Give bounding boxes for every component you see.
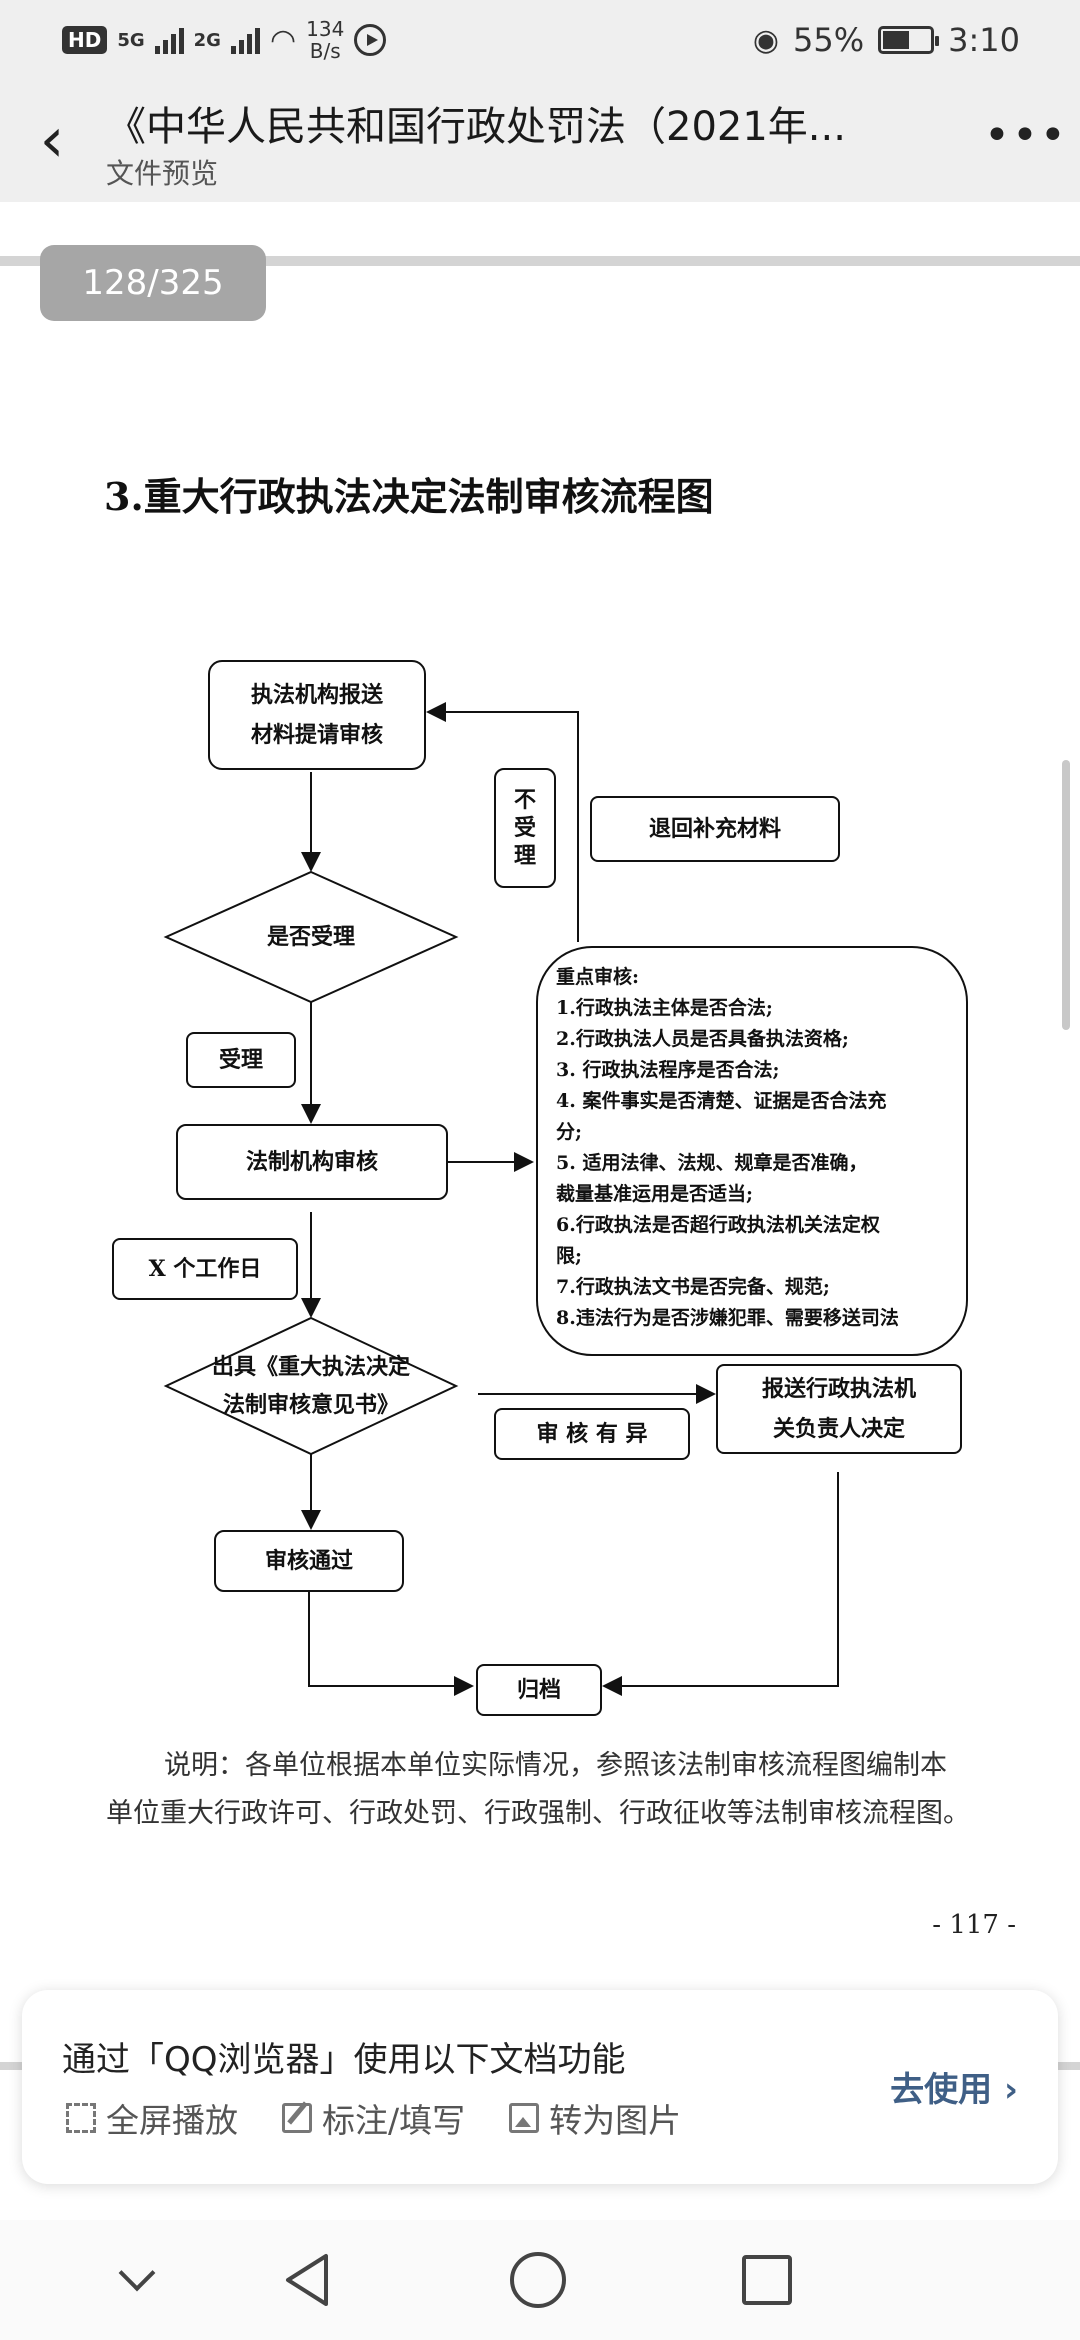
signal-icon	[230, 26, 260, 54]
more-options-button[interactable]: •••	[984, 106, 1066, 178]
explanation-note: 说明：各单位根据本单位实际情况，参照该法制审核流程图编制本 单位重大行政许可、行…	[106, 1750, 970, 1829]
status-right: ◉ 55% 3:10	[753, 16, 1020, 64]
report-decision-box: 报送行政执法机关负责人决定	[716, 1364, 962, 1454]
objection-box: 审 核 有 异	[494, 1408, 690, 1460]
go-use-button[interactable]: 去使用 ›	[890, 2070, 1018, 2110]
battery-percent: 55%	[793, 21, 865, 59]
to-image-feature[interactable]: 转为图片	[509, 2094, 681, 2142]
fullscreen-feature[interactable]: 全屏播放	[66, 2094, 238, 2142]
review-passed-box: 审核通过	[214, 1530, 404, 1592]
archive-box: 归档	[476, 1664, 602, 1716]
nav-back-button[interactable]	[280, 2250, 340, 2310]
sim1-label: 5G	[117, 29, 145, 51]
issue-opinion-label: 出具《重大执法决定 法制审核意见书》	[211, 1354, 410, 1418]
qq-feature-list: 全屏播放 标注/填写 转为图片	[66, 2094, 681, 2142]
page-indicator: 128/325	[40, 245, 266, 321]
document-page-number: - 117 -	[932, 1910, 1016, 1940]
workdays-box: X 个工作日	[112, 1238, 298, 1300]
not-accept-box: 不受理	[494, 768, 556, 888]
back-icon: ‹	[39, 103, 65, 176]
play-icon	[354, 24, 387, 56]
return-materials-box: 退回补充材料	[590, 796, 840, 862]
fullscreen-icon	[66, 2103, 96, 2133]
flowchart: 执法机构报送材料提请审核 不受理 退回补充材料 是否受理 受理 法制机构审核 X…	[0, 620, 1080, 1740]
page-divider	[0, 256, 1080, 266]
annotate-feature[interactable]: 标注/填写	[282, 2094, 465, 2142]
submit-materials-box: 执法机构报送材料提请审核	[208, 660, 426, 770]
qq-card-title: 通过「QQ浏览器」使用以下文档功能	[62, 2040, 626, 2080]
battery-icon	[878, 26, 940, 54]
more-icon: •••	[984, 110, 1068, 161]
back-button[interactable]: ‹	[20, 100, 84, 180]
flowchart-connectors	[163, 702, 839, 1696]
wifi-icon: ◠	[269, 22, 297, 58]
section-heading: 3.重大行政执法决定法制审核流程图	[104, 474, 714, 519]
document-title: 《中华人民共和国行政处罚法（2021年...	[106, 104, 846, 150]
hd-badge: HD	[62, 26, 108, 54]
scrollbar-thumb[interactable]	[1062, 760, 1070, 1030]
eye-icon: ◉	[752, 22, 780, 58]
triangle-back-icon	[286, 2254, 328, 2306]
legal-review-box: 法制机构审核	[176, 1124, 448, 1200]
sim2-label: 2G	[193, 29, 221, 51]
nav-recents-button[interactable]	[742, 2255, 792, 2305]
signal-icon	[154, 26, 184, 54]
document-subtitle: 文件预览	[106, 157, 219, 190]
edit-icon	[282, 2103, 312, 2133]
image-icon	[509, 2103, 540, 2133]
qq-browser-card[interactable]: 通过「QQ浏览器」使用以下文档功能 全屏播放 标注/填写 转为图片 去使用 ›	[22, 1990, 1058, 2184]
accept-box: 受理	[186, 1032, 296, 1088]
key-review-box: 重点审核: 1.行政执法主体是否合法; 2.行政执法人员是否具备执法资格; 3.…	[536, 946, 968, 1356]
clock: 3:10	[948, 21, 1020, 59]
nav-collapse-button[interactable]	[108, 2250, 168, 2310]
accept-question-label: 是否受理	[266, 924, 355, 950]
app-header: ‹ 《中华人民共和国行政处罚法（2021年... 文件预览 •••	[0, 80, 1080, 202]
nav-home-button[interactable]	[510, 2252, 566, 2308]
system-nav-bar	[0, 2220, 1080, 2340]
